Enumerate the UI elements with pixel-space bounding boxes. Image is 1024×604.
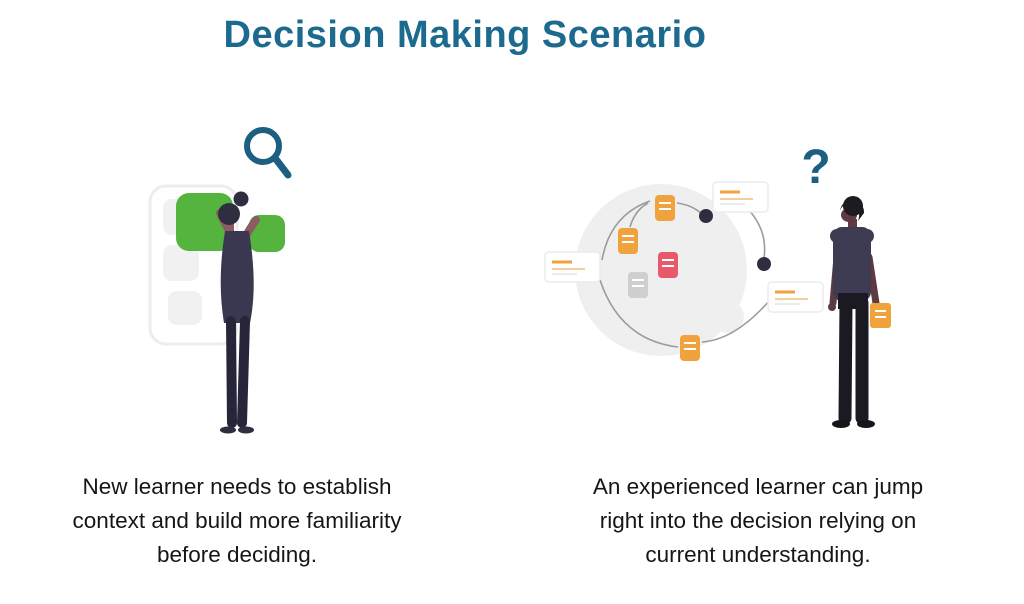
note-card	[712, 181, 769, 213]
right-caption-line: right into the decision relying on	[599, 508, 917, 533]
shoe	[857, 420, 875, 428]
hair-bun	[233, 191, 249, 207]
green-tile-small	[249, 215, 285, 252]
torso	[220, 231, 254, 323]
background-circle-small	[712, 301, 744, 333]
left-caption-line: before deciding.	[156, 542, 318, 567]
sticky-note-orange	[618, 228, 638, 254]
right-caption-line: An experienced learner can jump	[592, 474, 924, 499]
right-caption: An experienced learner can jump right in…	[538, 470, 978, 572]
experienced-learner-figure	[828, 196, 891, 428]
gray-tile	[168, 291, 202, 325]
green-tile-large	[176, 193, 233, 251]
foot	[238, 426, 254, 434]
connector-node	[699, 209, 713, 223]
magnifier-icon	[244, 127, 292, 179]
note-card	[544, 251, 601, 283]
new-learner-illustration	[148, 127, 292, 434]
hair-top	[843, 196, 863, 216]
gray-tile	[163, 245, 199, 281]
page-title: Decision Making Scenario	[223, 14, 707, 56]
left-caption-line: New learner needs to establish	[82, 474, 392, 499]
left-caption: New learner needs to establish context a…	[17, 470, 457, 572]
right-caption-line: current understanding.	[645, 542, 871, 567]
left-caption-line: context and build more familiarity	[72, 508, 402, 533]
decision-board	[148, 184, 285, 346]
shirt	[833, 227, 871, 301]
question-mark-icon: ?	[801, 141, 830, 194]
connector-lines	[599, 200, 771, 348]
sticky-note-orange	[680, 335, 700, 361]
experienced-learner-illustration: ?	[544, 141, 891, 428]
orange-folder	[870, 303, 891, 328]
new-learner-figure	[216, 191, 260, 434]
sticky-note-orange	[655, 195, 675, 221]
connector-node	[757, 257, 771, 271]
foot	[220, 426, 236, 434]
shoe	[832, 420, 850, 428]
note-card	[767, 281, 824, 313]
sticky-note-gray	[628, 272, 648, 298]
head	[218, 203, 240, 225]
sticky-note-pink	[658, 252, 678, 278]
